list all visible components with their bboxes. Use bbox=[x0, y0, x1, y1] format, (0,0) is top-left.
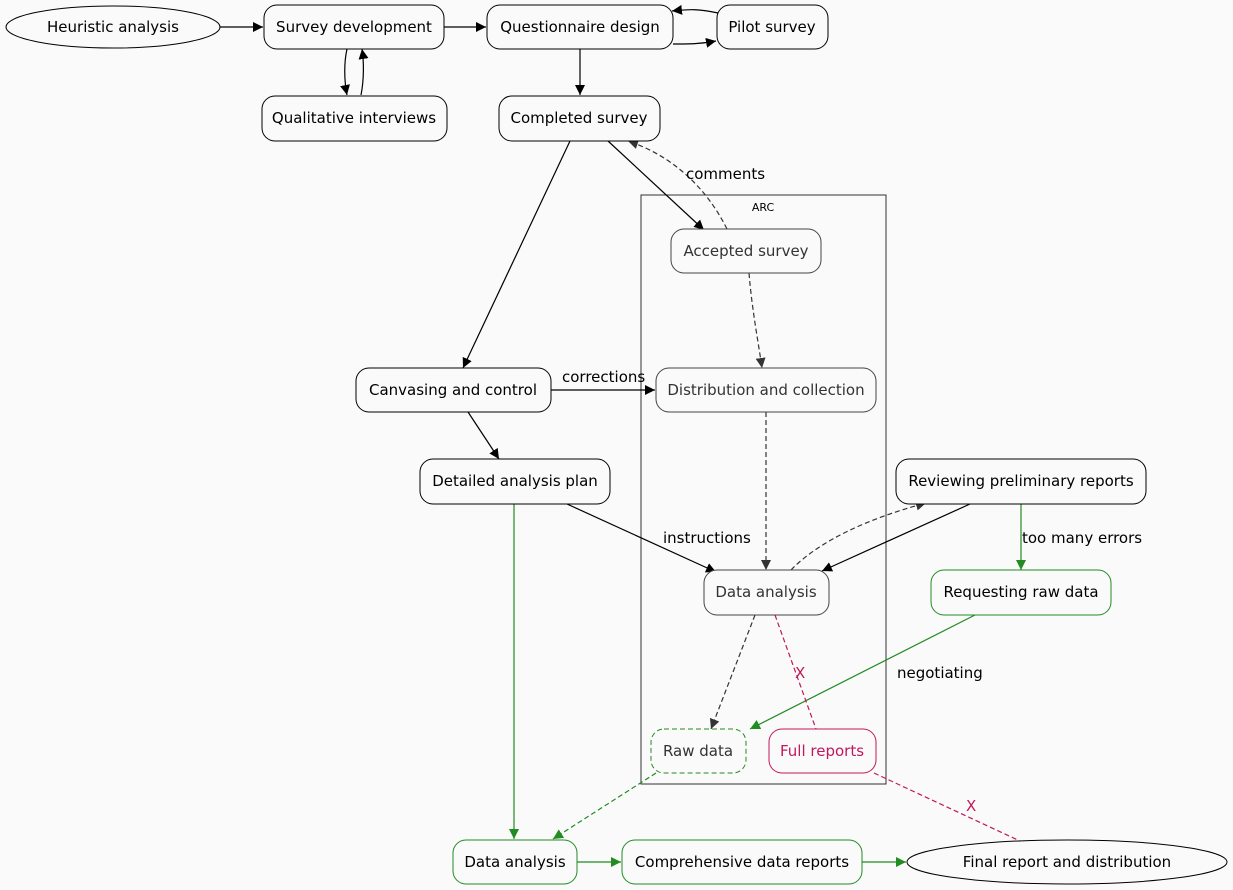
edge-label-x-lower: X bbox=[966, 797, 976, 815]
node-questionnaire-design-label: Questionnaire design bbox=[500, 18, 660, 36]
node-completed-survey[interactable]: Completed survey bbox=[498, 95, 661, 142]
node-final-report-and-distribution[interactable]: Final report and distribution bbox=[906, 839, 1228, 885]
edge-accepted-distribution bbox=[748, 272, 766, 369]
node-pilot-survey-label: Pilot survey bbox=[728, 18, 815, 36]
node-detailed-analysis-plan-label: Detailed analysis plan bbox=[432, 472, 598, 490]
node-reviewing-preliminary-reports[interactable]: Reviewing preliminary reports bbox=[895, 458, 1147, 505]
node-requesting-raw-data[interactable]: Requesting raw data bbox=[930, 569, 1112, 616]
edge-label-negotiating: negotiating bbox=[897, 664, 983, 682]
node-completed-survey-label: Completed survey bbox=[510, 109, 647, 127]
node-detailed-analysis-plan[interactable]: Detailed analysis plan bbox=[419, 458, 611, 505]
edge-completed-accepted bbox=[607, 140, 705, 231]
node-distribution-and-collection-label: Distribution and collection bbox=[667, 381, 864, 399]
edge-questionnaire-pilot bbox=[672, 37, 717, 48]
edge-pilot-questionnaire bbox=[671, 4, 719, 15]
node-survey-development[interactable]: Survey development bbox=[263, 4, 445, 50]
node-data-analysis-arc-label: Data analysis bbox=[715, 583, 817, 601]
edge-detailed-plan-data-analysis-arc bbox=[566, 503, 717, 573]
node-data-analysis-arc[interactable]: Data analysis bbox=[703, 569, 830, 616]
edge-data-analysis-arc-full-reports bbox=[774, 614, 817, 730]
node-canvasing-and-control[interactable]: Canvasing and control bbox=[355, 367, 552, 413]
nodes: Heuristic analysis Survey development Qu… bbox=[5, 4, 1228, 885]
node-final-report-and-distribution-label: Final report and distribution bbox=[963, 853, 1171, 871]
cluster-arc: ARC bbox=[640, 194, 887, 785]
node-full-reports[interactable]: Full reports bbox=[768, 728, 877, 774]
node-distribution-and-collection[interactable]: Distribution and collection bbox=[655, 367, 877, 413]
node-accepted-survey[interactable]: Accepted survey bbox=[670, 228, 822, 274]
node-accepted-survey-label: Accepted survey bbox=[683, 242, 808, 260]
edge-canvasing-detailed-plan bbox=[467, 411, 500, 460]
node-heuristic-analysis[interactable]: Heuristic analysis bbox=[5, 5, 221, 49]
node-heuristic-analysis-label: Heuristic analysis bbox=[47, 18, 179, 36]
node-data-analysis-label: Data analysis bbox=[464, 853, 566, 871]
node-data-analysis[interactable]: Data analysis bbox=[452, 839, 578, 885]
edge-label-comments: comments bbox=[686, 165, 765, 183]
edges bbox=[220, 4, 1026, 867]
node-questionnaire-design[interactable]: Questionnaire design bbox=[486, 4, 674, 50]
cluster-arc-label: ARC bbox=[752, 201, 775, 214]
node-requesting-raw-data-label: Requesting raw data bbox=[943, 583, 1098, 601]
edge-requesting-raw-data bbox=[749, 614, 976, 730]
edge-label-instructions: instructions bbox=[663, 529, 751, 547]
node-full-reports-label: Full reports bbox=[780, 742, 864, 760]
edge-qualitative-survey-dev bbox=[358, 48, 369, 96]
node-raw-data-label: Raw data bbox=[663, 742, 733, 760]
node-comprehensive-data-reports-label: Comprehensive data reports bbox=[635, 853, 849, 871]
edge-data-analysis-arc-reviewing bbox=[790, 500, 927, 571]
node-comprehensive-data-reports[interactable]: Comprehensive data reports bbox=[621, 839, 863, 885]
node-pilot-survey[interactable]: Pilot survey bbox=[716, 4, 829, 50]
edge-labels: comments corrections instructions too ma… bbox=[562, 165, 1142, 815]
node-survey-development-label: Survey development bbox=[276, 18, 432, 36]
edge-data-analysis-arc-raw-data bbox=[709, 614, 756, 730]
edge-label-x-upper: X bbox=[795, 664, 805, 682]
edge-completed-canvasing bbox=[462, 140, 571, 369]
edge-accepted-completed bbox=[627, 139, 728, 230]
edge-raw-data-data-analysis bbox=[552, 772, 657, 840]
node-raw-data[interactable]: Raw data bbox=[650, 728, 747, 774]
edge-survey-dev-qualitative bbox=[340, 48, 350, 96]
node-qualitative-interviews[interactable]: Qualitative interviews bbox=[261, 95, 448, 142]
node-canvasing-and-control-label: Canvasing and control bbox=[369, 381, 537, 399]
edge-reviewing-data-analysis-arc bbox=[821, 503, 971, 572]
edge-full-reports-final-report bbox=[873, 772, 1023, 843]
node-qualitative-interviews-label: Qualitative interviews bbox=[272, 109, 436, 127]
edge-label-too-many-errors: too many errors bbox=[1022, 529, 1142, 547]
node-reviewing-preliminary-reports-label: Reviewing preliminary reports bbox=[908, 472, 1134, 490]
edge-label-corrections: corrections bbox=[562, 368, 645, 386]
